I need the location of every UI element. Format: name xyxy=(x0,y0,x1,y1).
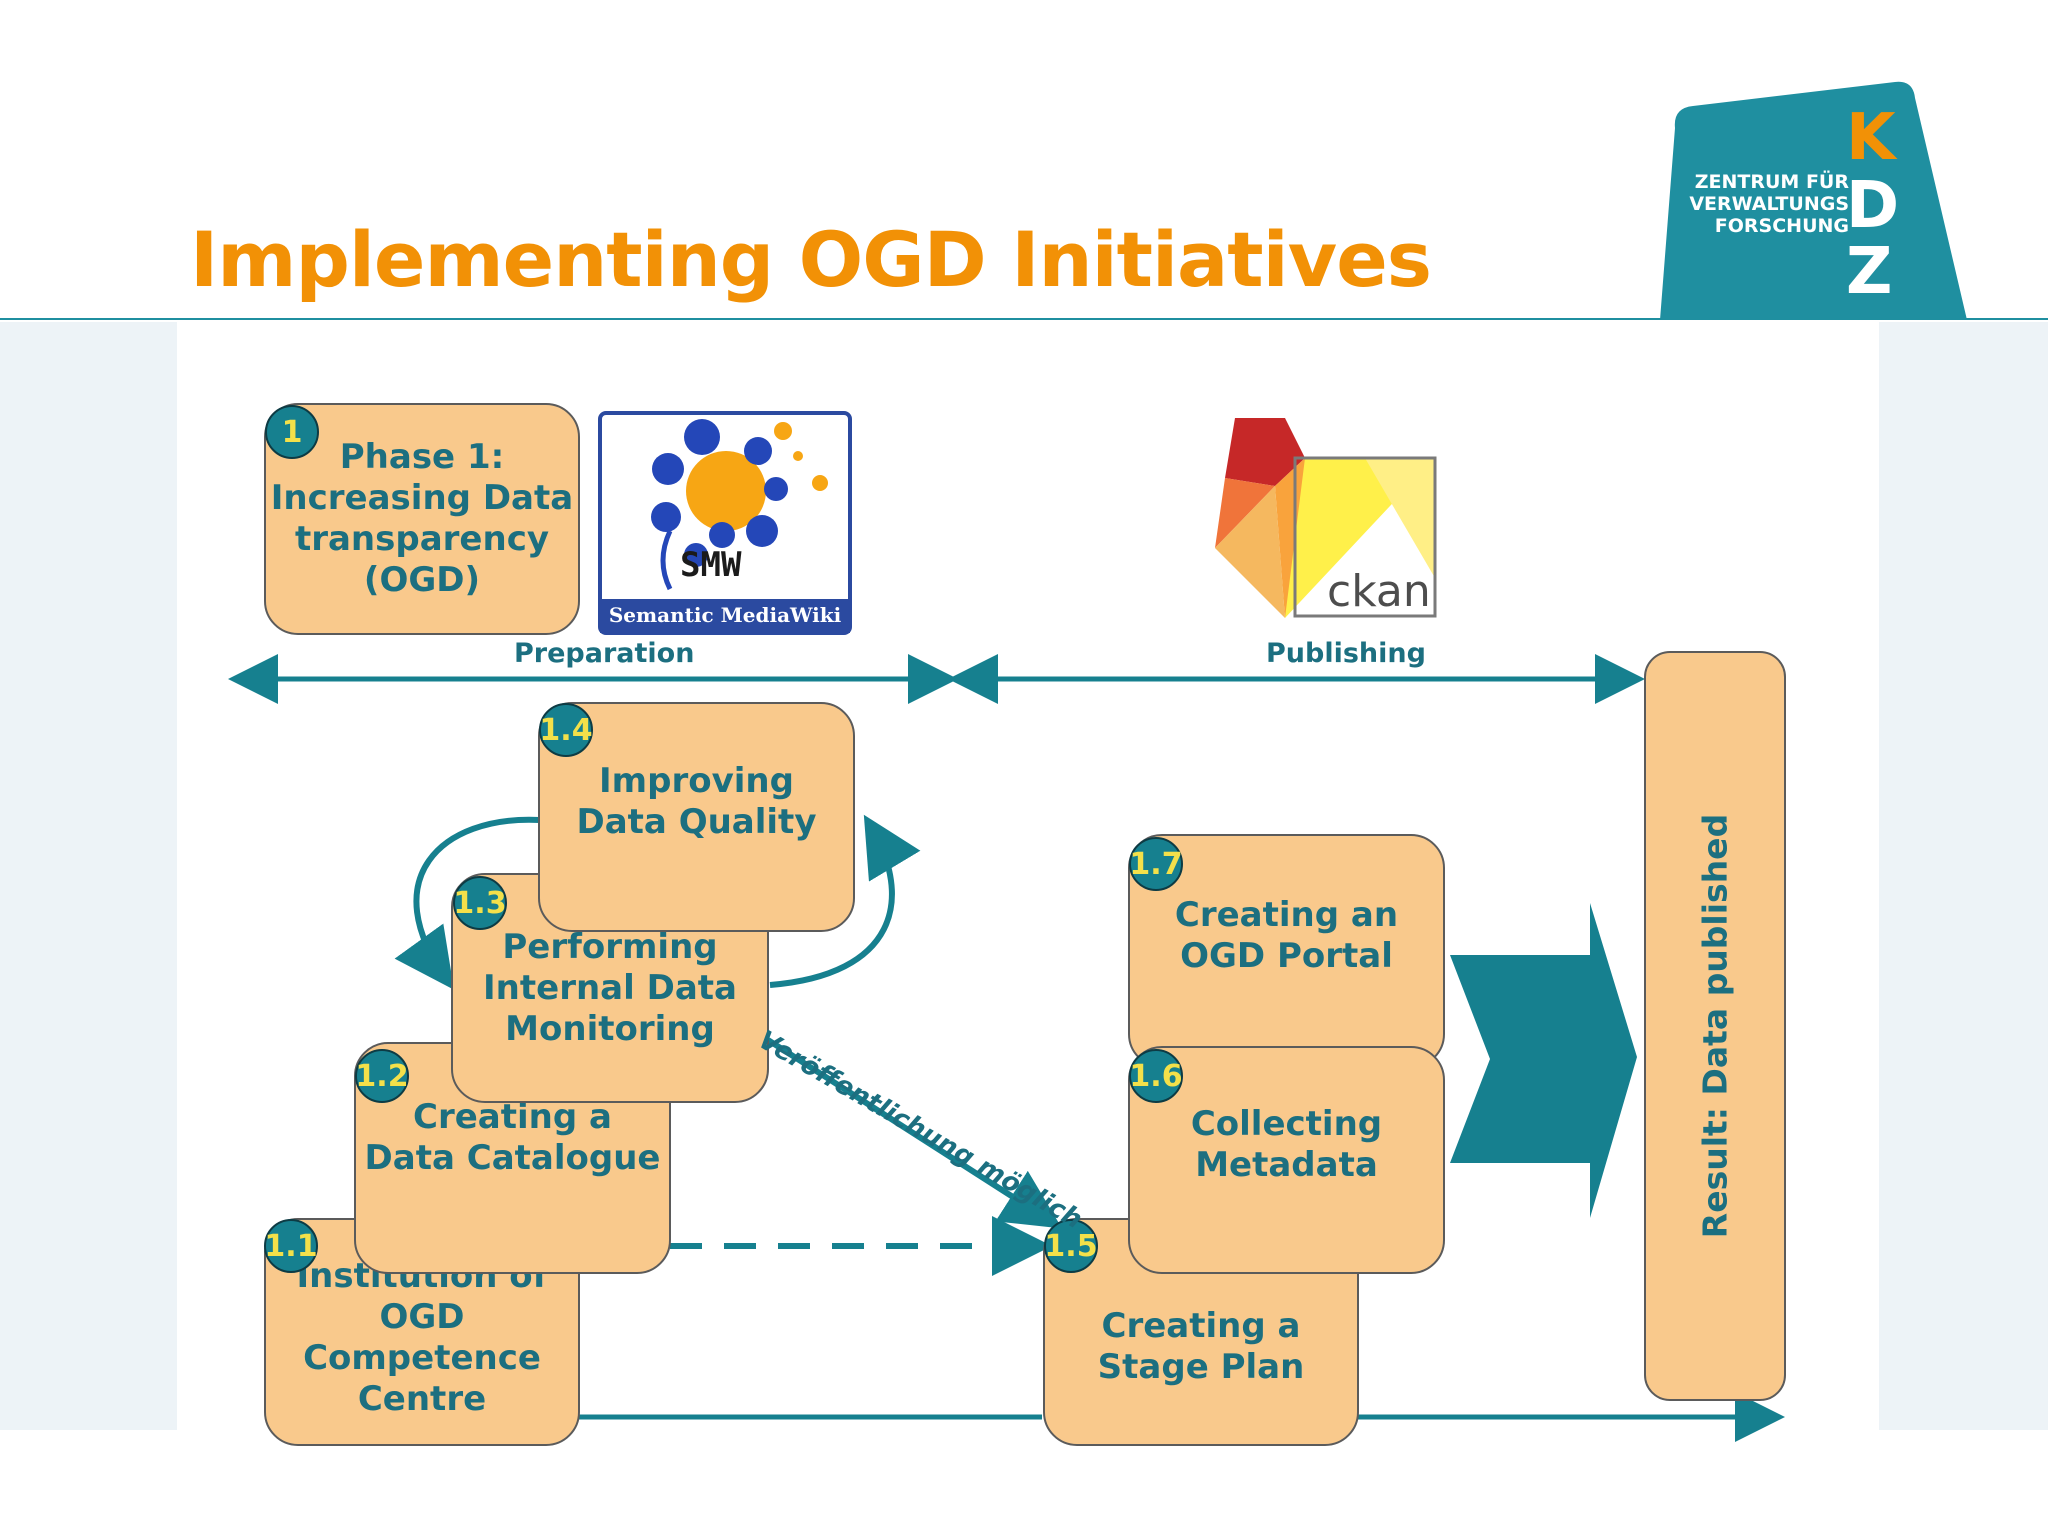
slide-title: Implementing OGD Initiatives xyxy=(190,215,1432,304)
smw-logo-text: SMW xyxy=(680,545,742,585)
result-box xyxy=(1644,651,1786,1401)
step-1-6-label: Collecting Metadata xyxy=(1190,1104,1383,1185)
step-1-7-label: Creating an OGD Portal xyxy=(1174,895,1399,976)
step-1-3-label: Performing Internal Data Monitoring xyxy=(483,926,737,1049)
kdz-letter-k: K xyxy=(1846,101,1896,175)
phase-1-label: Phase 1: Increasing Data transparency (O… xyxy=(270,437,574,600)
step-1-2-badge: 1.2 xyxy=(355,1049,409,1103)
ckan-logo: ckan xyxy=(1205,418,1439,622)
title-divider xyxy=(0,318,2048,320)
smw-logo-graphic xyxy=(598,411,852,635)
step-1-5-label: Creating a Stage Plan xyxy=(1097,1306,1305,1387)
step-1-4-box: Improving Data Quality xyxy=(538,702,855,932)
kdz-line-3: FORSCHUNG xyxy=(1714,215,1849,237)
kdz-line-2: VERWALTUNGS xyxy=(1689,193,1849,215)
kdz-logo-text: ZENTRUM FÜR VERWALTUNGS FORSCHUNG xyxy=(1674,171,1849,237)
kdz-letter-z: Z xyxy=(1846,235,1893,309)
smw-logo-caption: Semantic MediaWiki xyxy=(608,603,842,627)
phase-1-badge: 1 xyxy=(265,405,319,459)
semantic-mediawiki-logo: SMW Semantic MediaWiki xyxy=(598,411,852,635)
step-1-7-badge: 1.7 xyxy=(1129,837,1183,891)
ckan-logo-graphic xyxy=(1215,418,1437,618)
stage-label-publishing: Publishing xyxy=(1266,638,1426,669)
step-1-5-badge: 1.5 xyxy=(1044,1219,1098,1273)
result-label: Result: Data published xyxy=(1695,813,1735,1239)
kdz-line-1: ZENTRUM FÜR xyxy=(1694,171,1849,193)
step-1-4-label: Improving Data Quality xyxy=(576,761,817,842)
step-1-1-label: Institution of OGD Competence Centre xyxy=(296,1256,548,1419)
stage-label-preparation: Preparation xyxy=(514,638,695,669)
background-panel-left xyxy=(0,322,177,1430)
kdz-logo-shape xyxy=(1660,81,1967,320)
ckan-logo-text: ckan xyxy=(1327,566,1431,617)
step-1-6-badge: 1.6 xyxy=(1129,1049,1183,1103)
step-1-2-label: Creating a Data Catalogue xyxy=(364,1097,661,1178)
step-1-1-badge: 1.1 xyxy=(264,1219,318,1273)
background-panel-right xyxy=(1879,322,2048,1430)
kdz-logo xyxy=(1655,80,1967,320)
kdz-letter-d: D xyxy=(1846,169,1900,243)
step-1-3-badge: 1.3 xyxy=(453,876,507,930)
step-1-4-badge: 1.4 xyxy=(539,703,593,757)
